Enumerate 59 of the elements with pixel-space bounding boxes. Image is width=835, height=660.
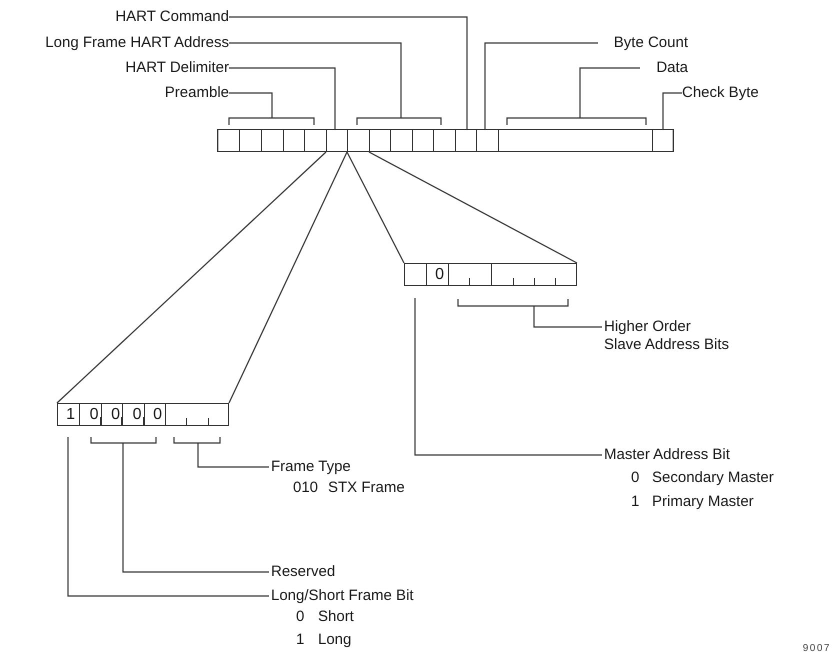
expanded-byte <box>404 263 577 286</box>
leader-line <box>67 437 269 597</box>
byte-field <box>326 129 348 152</box>
field-label: HART Command <box>40 8 229 26</box>
expansion-line <box>228 152 348 404</box>
byte-field <box>165 403 229 426</box>
bit-cell: 1 <box>57 403 79 426</box>
leader-line <box>229 16 468 129</box>
value-description: Long <box>318 631 352 649</box>
leader-line <box>414 298 602 456</box>
byte-field <box>455 129 477 152</box>
bit-cell: 0 <box>426 263 448 286</box>
bit-value: 0 <box>296 608 304 626</box>
byte-field <box>217 129 327 152</box>
field-label: Check Byte <box>682 84 782 102</box>
field-label: Preamble <box>40 84 229 102</box>
byte-field <box>498 129 653 152</box>
field-label: Long/Short Frame Bit <box>271 587 414 605</box>
leader-line <box>197 443 269 468</box>
bit-value: 1 <box>631 493 640 511</box>
leader-line <box>484 42 598 129</box>
value-description: STX Frame <box>328 479 405 497</box>
bit-value: 1 <box>296 631 304 649</box>
leader-line <box>662 92 682 129</box>
expansion-line <box>368 151 578 264</box>
leader-line <box>229 92 273 118</box>
field-label: Reserved <box>271 563 371 581</box>
field-label: Data <box>640 59 688 77</box>
field-label: Long Frame HART Address <box>20 34 229 52</box>
field-label: Byte Count <box>598 34 688 52</box>
leader-line <box>579 67 640 118</box>
byte-field <box>476 129 499 152</box>
bit-cell: 0 <box>122 403 144 426</box>
bit-value: 0 <box>631 469 640 487</box>
field-label: Master Address Bit <box>604 446 730 464</box>
leader-line <box>122 443 269 573</box>
value-description: Short <box>318 608 354 626</box>
bit-value: 010 <box>293 479 318 497</box>
leader-line <box>229 42 402 118</box>
field-label: HART Delimiter <box>40 59 229 77</box>
expanded-byte <box>57 403 229 426</box>
byte-field <box>448 263 577 286</box>
field-label: Frame Type <box>271 458 351 476</box>
expansion-line <box>346 152 405 264</box>
expansion-line <box>56 152 326 404</box>
field-label: Higher Order Slave Address Bits <box>604 318 731 354</box>
bit-cell: 0 <box>144 403 165 426</box>
byte-field <box>347 129 456 152</box>
bit-cell: 0 <box>100 403 122 426</box>
byte-field <box>404 263 427 286</box>
frame-bar <box>217 129 674 152</box>
value-description: Secondary Master <box>652 469 774 487</box>
figure-number: 9007 <box>802 643 831 654</box>
leader-line <box>533 306 602 328</box>
byte-field <box>79 403 166 426</box>
leader-line <box>229 67 336 129</box>
byte-field <box>652 129 674 152</box>
bit-cell: 0 <box>79 403 100 426</box>
value-description: Primary Master <box>652 493 754 511</box>
